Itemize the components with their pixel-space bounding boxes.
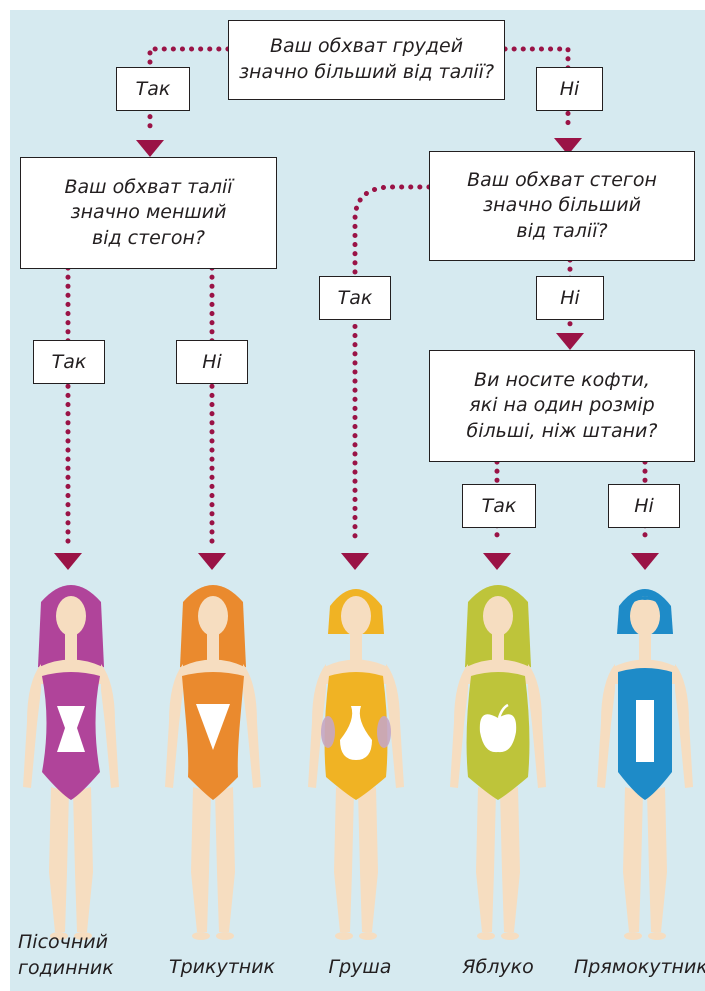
rectangle-figure bbox=[570, 572, 705, 952]
right-arm bbox=[243, 664, 261, 788]
apple-figure bbox=[423, 572, 573, 952]
face bbox=[483, 596, 513, 636]
answer-q1-no: Ні bbox=[536, 67, 603, 111]
arrowhead-rectangle bbox=[631, 553, 659, 570]
arrowhead-apple bbox=[483, 553, 511, 570]
face bbox=[341, 596, 371, 636]
answer-q3-no: Ні bbox=[536, 276, 604, 320]
question-bust-vs-waist: Ваш обхват грудей значно більший від тал… bbox=[228, 20, 505, 100]
neck bbox=[492, 634, 504, 660]
right-foot bbox=[359, 932, 377, 940]
pear-figure bbox=[281, 572, 431, 952]
left-leg bbox=[334, 787, 354, 932]
right-hip-mark bbox=[377, 716, 391, 748]
right-arm bbox=[101, 664, 119, 788]
connector-q3-yes bbox=[355, 187, 429, 542]
question-hips-vs-waist: Ваш обхват стегон значно більший від тал… bbox=[429, 151, 695, 261]
answer-q1-yes: Так bbox=[116, 67, 190, 111]
neck bbox=[207, 634, 219, 660]
hourglass-figure bbox=[0, 572, 146, 952]
face bbox=[198, 596, 228, 636]
answer-q4-no: Ні bbox=[608, 484, 680, 528]
left-arm bbox=[23, 664, 41, 788]
triangle-figure bbox=[138, 572, 288, 952]
answer-q4-yes: Так bbox=[462, 484, 536, 528]
right-leg bbox=[647, 787, 667, 932]
right-foot bbox=[501, 932, 519, 940]
left-leg bbox=[476, 787, 496, 932]
right-leg bbox=[73, 787, 93, 932]
right-leg bbox=[215, 787, 235, 932]
left-foot bbox=[335, 932, 353, 940]
right-arm bbox=[528, 664, 546, 788]
question-waist-vs-hips: Ваш обхват талії значно менший від стего… bbox=[20, 157, 277, 269]
left-foot bbox=[624, 932, 642, 940]
right-leg bbox=[358, 787, 378, 932]
left-foot bbox=[477, 932, 495, 940]
face bbox=[630, 596, 660, 636]
question-top-size: Ви носите кофти, які на один розмір біль… bbox=[429, 350, 695, 462]
arrowhead-q2 bbox=[136, 140, 164, 157]
arrowhead-triangle bbox=[198, 553, 226, 570]
left-hip-mark bbox=[321, 716, 335, 748]
caption-pear: Груша bbox=[320, 955, 400, 981]
caption-apple: Яблуко bbox=[448, 955, 548, 981]
answer-q2-yes: Так bbox=[33, 340, 105, 384]
left-arm bbox=[450, 664, 468, 788]
left-leg bbox=[191, 787, 211, 932]
right-arm bbox=[675, 664, 693, 788]
right-foot bbox=[216, 932, 234, 940]
arrowhead-q4 bbox=[556, 333, 584, 350]
arrowhead-pear bbox=[341, 553, 369, 570]
left-foot bbox=[192, 932, 210, 940]
neck bbox=[639, 634, 651, 660]
caption-hourglass: Пісочний годинник bbox=[18, 930, 130, 981]
neck bbox=[350, 634, 362, 660]
arrowhead-hourglass bbox=[54, 553, 82, 570]
left-leg bbox=[623, 787, 643, 932]
left-arm bbox=[597, 664, 615, 788]
answer-q3-yes: Так bbox=[319, 276, 391, 320]
face bbox=[56, 596, 86, 636]
caption-rectangle: Прямокутник bbox=[574, 955, 704, 981]
left-arm bbox=[165, 664, 183, 788]
rectangle-symbol bbox=[636, 700, 654, 762]
right-foot bbox=[648, 932, 666, 940]
caption-triangle: Трикутник bbox=[162, 955, 282, 981]
left-leg bbox=[49, 787, 69, 932]
right-leg bbox=[500, 787, 520, 932]
neck bbox=[65, 634, 77, 660]
answer-q2-no: Ні bbox=[176, 340, 248, 384]
